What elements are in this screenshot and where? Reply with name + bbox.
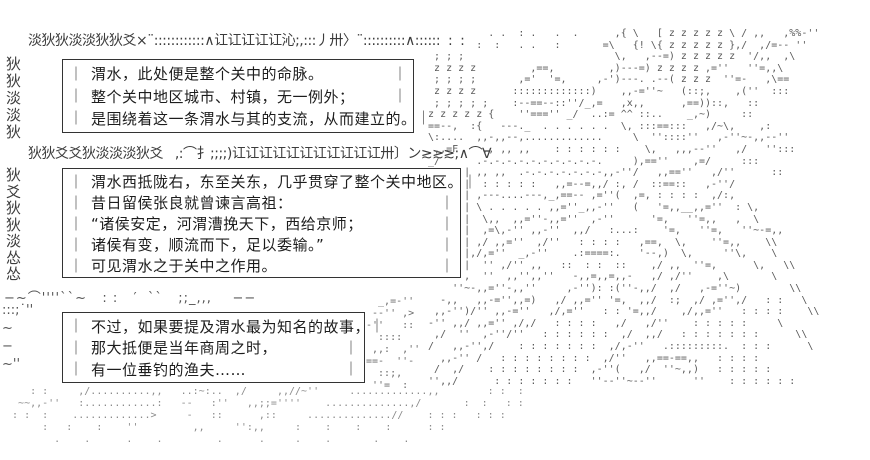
line-right-pipe: ｜ — [344, 362, 358, 378]
line-right-pipe: ｜ — [463, 174, 478, 191]
line-left-pipe: ｜ — [69, 319, 83, 335]
aa-riverbank-art: _,=-'' --'' ,> -'' :: :::: ,,: ,'' ==- '… — [366, 296, 421, 391]
dialogue-text: 可见渭水之于关中之作用。 — [91, 257, 278, 275]
line-left-pipe: ｜ — [69, 111, 83, 128]
line-left-pipe: ｜ — [69, 66, 83, 83]
line-left-pipe: ｜ — [69, 89, 83, 105]
dialogue-line: ｜ 是围绕着这一条渭水与其的支流，从而建立的。 ｜ — [69, 108, 431, 129]
dialogue-line: ｜ 昔日留侯张良就曾谏言高祖： ｜ — [69, 192, 454, 213]
dialogue-text: 有一位垂钓的渔夫…… — [91, 360, 247, 379]
line-left-pipe: ｜ — [69, 174, 83, 191]
aa-wave-row: −~⌒''''``~ : : ′ `` ;;_,,, −− — [4, 291, 257, 306]
aa-left-column-2: 狄 爻 狄 狄 淡 怂 怂 — [6, 166, 22, 283]
line-left-pipe: ｜ — [69, 216, 83, 233]
dialogue-line: ｜ 那大抵便是当年商周之时， ｜ — [69, 337, 358, 358]
line-right-pipe: ｜ — [440, 216, 454, 233]
line-left-pipe: ｜ — [69, 258, 83, 275]
dialogue-line: ｜ 不过，如果要提及渭水最为知名的故事， ｜ — [69, 316, 384, 337]
aa-left-column-3: :::;˙'' ~ − ~'' — [2, 303, 34, 372]
dialogue-line: ｜ 有一位垂钓的渔夫…… ｜ — [69, 359, 358, 380]
dialogue-line: ｜ 诸侯有变，顺流而下，足以委输。” ｜ — [69, 234, 454, 255]
dialogue-line: ｜ “诸侯安定，河渭漕挽天下，西给京师； ｜ — [69, 213, 454, 234]
dialogue-box-2: ｜ 渭水西抵陇右，东至关东，几乎贯穿了整个关中地区。 ｜ ｜ 昔日留侯张良就曾谏… — [62, 168, 477, 278]
line-left-pipe: ｜ — [69, 362, 83, 378]
dialogue-text: 是围绕着这一条渭水与其的支流，从而建立的。 — [91, 109, 417, 128]
line-right-pipe: ｜ — [393, 89, 407, 105]
aa-header-row-2: 狄狄爻爻狄淡淡淡狄爻 ,:⌒扌;;;;)讧讧讧讧讧讧讧讧讧讧讧卅〕ン≳≳≳;∧⌒… — [28, 146, 492, 162]
line-left-pipe: ｜ — [69, 340, 83, 357]
aa-header-row-1: 淡狄狄淡淡狄狄爻×¨::::::::::::∧讧讧讧讧讧沁;,:::丿卅〉¨::… — [28, 33, 465, 49]
dialogue-box-1: ｜ 渭水，此处便是整个关中的命脉。 ｜ ｜ 整个关中地区城市、村镇，无一例外； … — [62, 59, 431, 133]
line-right-pipe: ｜ — [440, 258, 454, 275]
line-right-pipe: ｜ — [370, 319, 385, 335]
dialogue-text: 昔日留侯张良就曾谏言高祖： — [91, 194, 293, 212]
aa-left-column-1: 狄 狄 淡 淡 狄 — [6, 55, 22, 141]
line-right-pipe: ｜ — [416, 111, 431, 128]
line-left-pipe: ｜ — [69, 237, 83, 254]
line-right-pipe: ｜ — [344, 340, 358, 357]
dialogue-text: 渭水，此处便是整个关中的命脉。 — [91, 65, 324, 84]
dialogue-box-3: ｜ 不过，如果要提及渭水最为知名的故事， ｜ ｜ 那大抵便是当年商周之时， ｜ … — [62, 312, 384, 383]
dialogue-line: ｜ 渭水，此处便是整个关中的命脉。 ｜ — [69, 63, 407, 84]
line-right-pipe: ｜ — [440, 195, 454, 212]
aa-landscape-art: . . : . . . ,{ \ [ z z z z z \ / ,, ,%%-… — [428, 28, 820, 387]
line-right-pipe: ｜ — [393, 66, 407, 83]
dialogue-text: “诸侯安定，河渭漕挽天下，西给京师； — [91, 215, 363, 233]
dialogue-line: ｜ 整个关中地区城市、村镇，无一例外； ｜ — [69, 86, 407, 107]
line-left-pipe: ｜ — [69, 195, 83, 212]
dialogue-text: 那大抵便是当年商周之时， — [91, 339, 278, 357]
dialogue-line: ｜ 可见渭水之于关中之作用。 ｜ — [69, 255, 454, 276]
dialogue-text: 不过，如果要提及渭水最为知名的故事， — [91, 317, 371, 336]
dialogue-text: 整个关中地区城市、村镇，无一例外； — [91, 87, 355, 106]
line-right-pipe: ｜ — [440, 237, 454, 254]
dialogue-text: 渭水西抵陇右，东至关东，几乎贯穿了整个关中地区。 — [91, 173, 464, 191]
aa-water-art: : : ,/..........,, ..:~:.. ,/ ,,//~'' ..… — [12, 386, 524, 445]
dialogue-text: 诸侯有变，顺流而下，足以委输。” — [91, 236, 325, 254]
dialogue-line: ｜ 渭水西抵陇右，东至关东，几乎贯穿了整个关中地区。 ｜ — [69, 171, 477, 192]
